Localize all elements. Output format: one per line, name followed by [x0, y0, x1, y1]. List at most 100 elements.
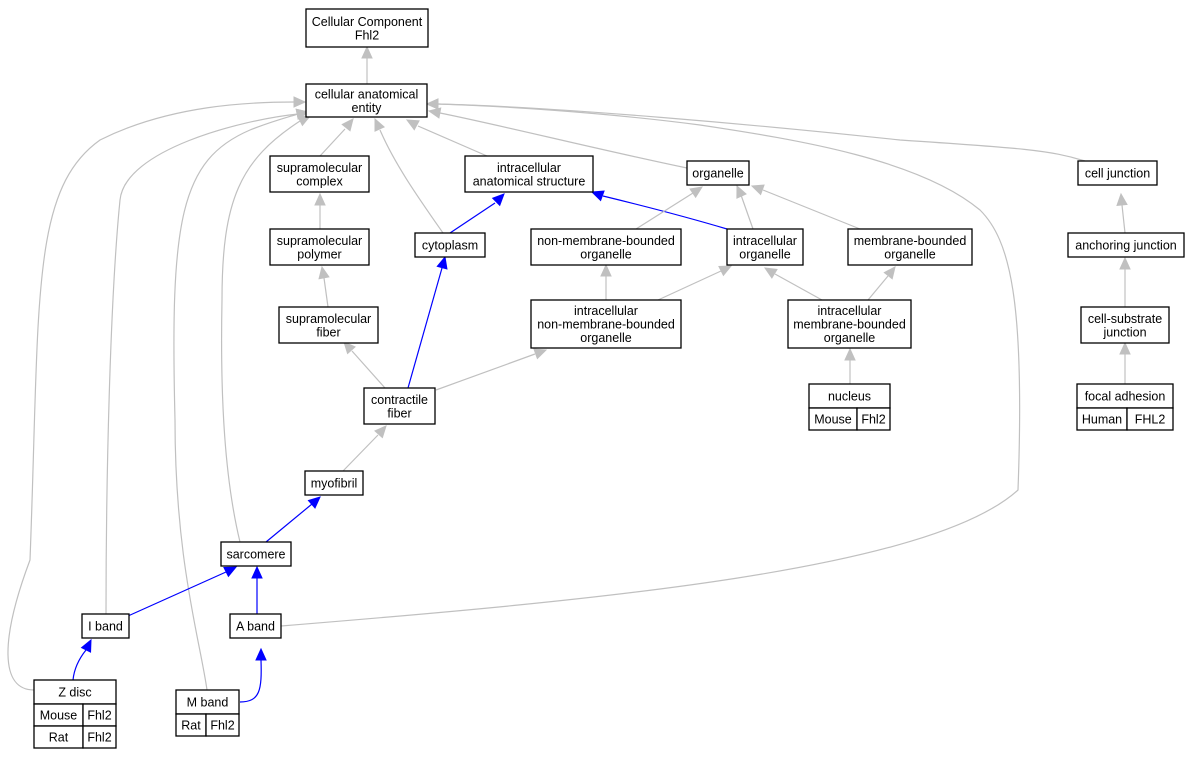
node-label-line: cell-substrate [1088, 312, 1162, 326]
edge-sarcomere-to-myofibril [265, 496, 321, 543]
edge-line [239, 659, 262, 703]
cell-text: Mouse [40, 709, 78, 723]
node-box [220, 541, 292, 567]
edge-smf-to-smp [318, 265, 330, 308]
edge-line [173, 113, 299, 691]
edge-arrowhead [763, 267, 778, 279]
node-box [81, 613, 130, 639]
node-label-line: M band [187, 696, 229, 710]
node-myofibril[interactable]: myofibril [304, 470, 364, 496]
edge-line [342, 434, 379, 472]
edge-mbo-to-organelle [750, 184, 861, 230]
edge-inmbo-to-io [657, 265, 733, 301]
edge-arrowhead [1119, 256, 1131, 270]
node-sarcomere[interactable]: sarcomere [220, 541, 292, 567]
edge-line [867, 275, 889, 301]
edge-line [439, 112, 688, 169]
gene-cell: Fhl2 [856, 407, 891, 431]
node-inmbo[interactable]: intracellularnon-membrane-boundedorganel… [530, 299, 682, 349]
edge-arrowhead [844, 347, 856, 361]
node-cytoplasm[interactable]: cytoplasm [414, 232, 486, 258]
cell-text: Rat [49, 731, 69, 745]
edge-smc-to-cae [319, 118, 354, 157]
node-celljunction[interactable]: cell junction [1077, 160, 1158, 186]
edge-cytoplasm-to-cae [374, 117, 444, 234]
edge-arrowhead [491, 193, 505, 207]
node-box [305, 8, 429, 48]
edge-arrowhead [361, 45, 373, 59]
edge-io-to-ias [590, 190, 728, 230]
edge-line [323, 277, 329, 308]
node-label-line: organelle [884, 247, 935, 261]
node-label-line: cell junction [1085, 167, 1150, 181]
species-cell: Rat [175, 713, 207, 737]
edge-organelle-to-cae [427, 107, 688, 169]
node-box [305, 83, 428, 118]
edge-line [635, 192, 694, 230]
node-label-line: junction [1102, 325, 1146, 339]
node-organelle[interactable]: organelle [686, 160, 750, 186]
edge-arrowhead [1119, 341, 1131, 355]
node-label-line: entity [352, 101, 383, 115]
node-label-line: myofibril [311, 477, 358, 491]
edge-aband-to-cae [280, 98, 1021, 627]
edge-ias-to-cae [405, 119, 488, 157]
node-box [787, 299, 912, 349]
node-label-line: anchoring junction [1075, 239, 1177, 253]
node-label-line: polymer [297, 247, 341, 261]
node-label-line: organelle [739, 247, 790, 261]
edge-arrowhead [255, 647, 267, 661]
node-box [304, 470, 364, 496]
node-label-line: organelle [692, 167, 743, 181]
edge-cf-to-smf [343, 341, 386, 389]
edge-cae-to-root [361, 45, 373, 84]
node-anchoring[interactable]: anchoring junction [1067, 232, 1185, 258]
edge-arrowhead [80, 638, 92, 653]
edge-arrowhead [427, 107, 442, 119]
node-label-line: membrane-bounded [793, 318, 906, 332]
node-label-line: Cellular Component [312, 15, 423, 29]
edge-arrowhead [736, 184, 747, 199]
edge-mband-to-aband [239, 647, 267, 703]
node-box [1080, 306, 1170, 344]
edge-line [449, 202, 496, 234]
edge-cf-to-inmbo [435, 348, 548, 391]
node-iband[interactable]: I band [81, 613, 130, 639]
gene-cell: Fhl2 [205, 713, 240, 737]
node-box [808, 383, 891, 409]
node-aband[interactable]: A band [229, 613, 282, 639]
edge-line [437, 103, 1086, 162]
node-label-line: supramolecular [277, 161, 362, 175]
node-label-line: organelle [580, 247, 631, 261]
node-label-line: sarcomere [226, 548, 285, 562]
edge-arrowhead [297, 115, 312, 127]
edge-arrowhead [374, 425, 387, 439]
edge-mband-to-cae [173, 108, 310, 691]
edge-line [417, 125, 488, 157]
cell-text: Human [1082, 413, 1122, 427]
node-label-line: complex [296, 174, 343, 188]
edge-arrowhead [1116, 192, 1128, 206]
node-box [414, 232, 486, 258]
cell-text: Rat [181, 719, 201, 733]
edge-line [7, 101, 295, 691]
species-cell: Human [1076, 407, 1128, 431]
edge-line [602, 195, 728, 230]
